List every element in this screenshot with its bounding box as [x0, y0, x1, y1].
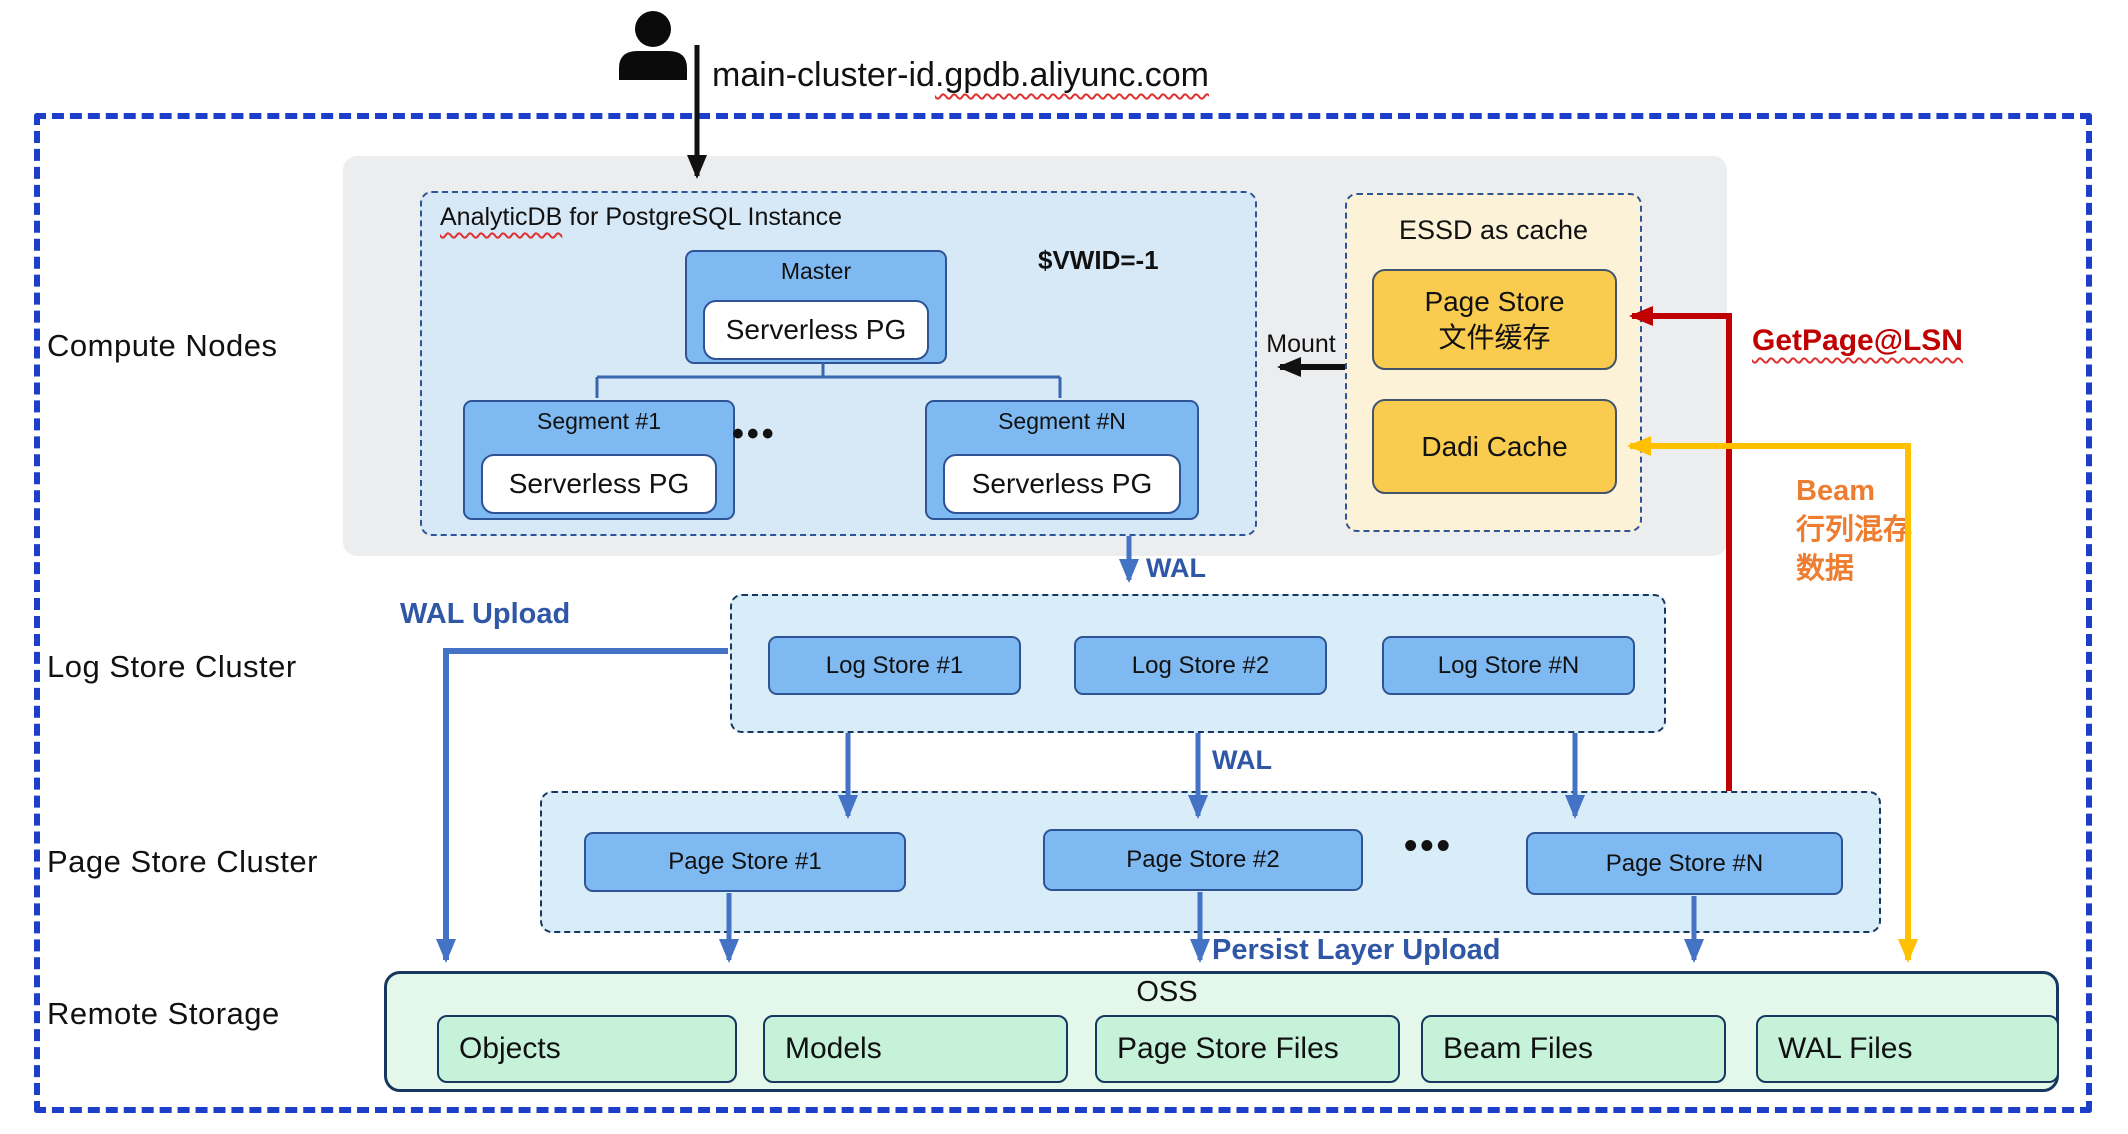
wal-label-top: WAL [1146, 553, 1206, 583]
segment-1-node: Segment #1 Serverless PG [463, 400, 735, 520]
log-store-1: Log Store #1 [768, 636, 1021, 695]
master-serverless-pg: Serverless PG [703, 300, 929, 360]
oss-item-page-store-files: Page Store Files [1095, 1015, 1400, 1083]
adb-instance-box: AnalyticDB for PostgreSQL Instance $VWID… [420, 191, 1257, 536]
log-store-cluster: Log Store #1 Log Store #2 Log Store #N [730, 594, 1666, 733]
persist-layer-upload-label: Persist Layer Upload [1212, 934, 1501, 966]
page-store-cache-box: Page Store 文件缓存 [1372, 269, 1617, 370]
wal-upload-label: WAL Upload [400, 598, 571, 630]
essd-title: ESSD as cache [1398, 215, 1589, 245]
row-label-log-store-cluster: Log Store Cluster [47, 649, 297, 684]
vwid-label: $VWID=-1 [1038, 245, 1159, 275]
segment-n-node: Segment #N Serverless PG [925, 400, 1199, 520]
segment-1-serverless-pg: Serverless PG [481, 454, 717, 514]
row-label-remote-storage: Remote Storage [47, 996, 280, 1031]
dadi-cache-label: Dadi Cache [1421, 430, 1568, 462]
oss-item-models: Models [763, 1015, 1068, 1083]
beam-line1: Beam [1796, 475, 1875, 507]
getpage-lsn-label: GetPage@LSN [1752, 324, 1963, 357]
beam-line3: 数据 [1796, 553, 1855, 585]
page-store-dots: ••• [1404, 825, 1453, 867]
dadi-cache-box: Dadi Cache [1372, 399, 1617, 494]
page-store-cache-line1: Page Store [1424, 285, 1565, 317]
oss-panel: OSS Objects Models Page Store Files Beam… [384, 971, 2059, 1092]
oss-item-objects: Objects [437, 1015, 737, 1083]
beam-line2: 行列混存 [1796, 514, 1913, 546]
oss-item-beam-files: Beam Files [1421, 1015, 1726, 1083]
adb-title-wavy: AnalyticDB [440, 203, 563, 231]
log-store-2: Log Store #2 [1074, 636, 1327, 695]
essd-cache-panel: ESSD as cache Page Store 文件缓存 Dadi Cache [1345, 193, 1642, 532]
segment-1-label: Segment #1 [536, 408, 662, 434]
oss-title: OSS [1136, 976, 1198, 1008]
person-icon [619, 11, 687, 80]
cluster-domain-plain: main-cluster-id [712, 56, 935, 94]
outer-dashed-boundary [34, 113, 2092, 1113]
wal-label-mid: WAL [1212, 745, 1272, 775]
page-store-n: Page Store #N [1526, 832, 1843, 895]
row-label-page-store-cluster: Page Store Cluster [47, 844, 318, 879]
adb-title-rest: for PostgreSQL Instance [562, 203, 843, 231]
segment-n-label: Segment #N [998, 408, 1126, 434]
beam-annotation: Beam 行列混存 数据 [1796, 472, 1912, 589]
page-store-cluster: Page Store #1 Page Store #2 ••• Page Sto… [540, 791, 1881, 933]
page-store-2: Page Store #2 [1043, 829, 1363, 891]
segment-n-serverless-pg: Serverless PG [943, 454, 1181, 514]
mount-label: Mount [1266, 330, 1336, 358]
segment-dots: ••• [732, 415, 777, 453]
cluster-domain-wavy: .gpdb.aliyunc.com [934, 56, 1209, 94]
page-store-1: Page Store #1 [584, 832, 906, 892]
adb-instance-title: AnalyticDB for PostgreSQL Instance [440, 203, 842, 232]
row-label-compute-nodes: Compute Nodes [47, 328, 278, 363]
master-label: Master [780, 258, 852, 284]
master-node: Master Serverless PG [685, 250, 947, 364]
page-store-cache-line2: 文件缓存 [1438, 321, 1551, 353]
cluster-domain-label: main-cluster-id.gpdb.aliyunc.com [712, 56, 1209, 95]
oss-item-wal-files: WAL Files [1756, 1015, 2059, 1083]
log-store-n: Log Store #N [1382, 636, 1635, 695]
